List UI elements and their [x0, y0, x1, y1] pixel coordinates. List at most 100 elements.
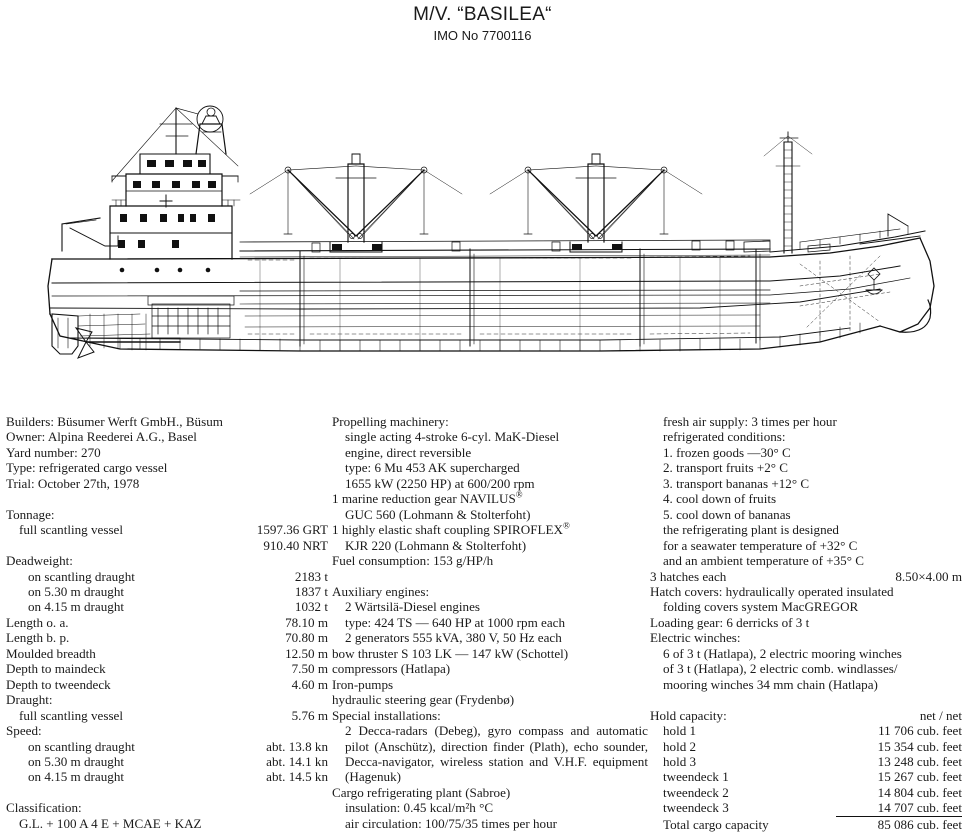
deadweight-row: on 5.30 m draught 1837 t — [6, 584, 328, 599]
deadweight-row: on scantling draught 2183 t — [6, 569, 328, 584]
refrigerated-condition-item: 2. transport fruits +2° C — [663, 460, 788, 476]
tonnage-label: full scantling vessel — [19, 522, 124, 538]
auxiliary-line: 2 Wärtsilä-Diesel engines — [345, 599, 481, 615]
hold-capacity-label: tweendeck 3 — [663, 800, 729, 816]
fresh-air-line: fresh air supply: 3 times per hour — [663, 414, 837, 429]
speed-label: on 5.30 m draught — [28, 753, 125, 769]
speed-label: on 4.15 m draught — [28, 769, 125, 785]
tonnage-row: full scantling vessel 1597.36 GRT — [6, 522, 328, 537]
hold-capacity-row: tweendeck 1 15 267 cub. feet — [650, 769, 962, 784]
deadweight-value: 2183 t — [294, 568, 328, 584]
electric-winches-line: 6 of 3 t (Hatlapa), 2 electric mooring w… — [663, 645, 902, 661]
iron-pumps-line: Iron-pumps — [332, 676, 394, 692]
dimension-row: Moulded breadth 12.50 m — [6, 646, 328, 661]
title-block: M/V. “BASILEA“ IMO No 7700116 — [0, 4, 965, 44]
dimension-row: Length b. p. 70.80 m — [6, 630, 328, 645]
hatches-value: 8.50×4.00 m — [895, 568, 962, 584]
cargo-plant-line: Cargo refrigerating plant (Sabroe) — [332, 784, 511, 800]
speed-row: on 4.15 m draught abt. 14.5 kn — [6, 769, 328, 784]
hold-capacity-value: 14 707 cub. feet — [877, 800, 962, 816]
dimension-row: Depth to maindeck 7.50 m — [6, 661, 328, 676]
deadweight-label: on 4.15 m draught — [28, 599, 125, 615]
specifications-area: Builders: Büsumer Werft GmbH., Büsum Own… — [0, 414, 965, 832]
tonnage-row: 910.40 NRT — [6, 538, 328, 553]
compressors-line: compressors (Hatlapa) — [332, 661, 451, 677]
spacer — [332, 569, 648, 584]
propelling-line: 1655 kW (2250 HP) at 600/200 rpm — [345, 475, 535, 491]
auxiliary-heading: Auxiliary engines: — [332, 583, 430, 599]
tonnage-value: 910.40 NRT — [263, 537, 328, 553]
fuel-consumption-line: Fuel consumption: 153 g/HP/h — [332, 553, 494, 569]
hold-capacity-row: tweendeck 3 14 707 cub. feet — [650, 800, 962, 815]
speed-value: abt. 13.8 kn — [266, 738, 328, 754]
propelling-line: single acting 4-stroke 6-cyl. MaK-Diesel — [345, 429, 560, 445]
spacer — [650, 692, 962, 707]
dimension-label: Depth to maindeck — [6, 661, 106, 677]
deadweight-heading: Deadweight: — [6, 553, 73, 569]
speed-value: abt. 14.5 kn — [266, 769, 328, 785]
deadweight-value: 1032 t — [294, 599, 328, 615]
hold-capacity-value: 11 706 cub. feet — [878, 723, 962, 739]
refrigerated-condition-item: 3. transport bananas +12° C — [663, 475, 810, 491]
hold-capacity-value: 14 804 cub. feet — [877, 784, 962, 800]
draught-heading: Draught: — [6, 692, 53, 708]
hold-capacity-row: hold 3 13 248 cub. feet — [650, 754, 962, 769]
hold-capacity-label: hold 3 — [663, 753, 697, 769]
hatch-covers-line: Hatch covers: hydraulically operated ins… — [650, 583, 894, 599]
dimension-row: Length o. a. 78.10 m — [6, 615, 328, 630]
speed-heading: Speed: — [6, 723, 42, 739]
hold-capacity-value: 15 354 cub. feet — [877, 738, 962, 754]
hold-capacity-label: hold 2 — [663, 738, 697, 754]
electric-winches-line: of 3 t (Hatlapa), 2 electric comb. windl… — [663, 661, 898, 677]
hatches-row: 3 hatches each 8.50×4.00 m — [650, 569, 962, 584]
classification-heading: Classification: — [6, 800, 82, 816]
loading-gear-line: Loading gear: 6 derricks of 3 t — [650, 614, 810, 630]
hold-capacity-header-row: Hold capacity: net / net — [650, 708, 962, 723]
registered-trademark-icon: ® — [515, 489, 523, 500]
hold-capacity-label: tweendeck 1 — [663, 769, 729, 785]
total-cargo-capacity-label: Total cargo capacity — [663, 816, 769, 832]
dimension-value: 70.80 m — [285, 630, 328, 646]
dimension-label: Length o. a. — [6, 614, 69, 630]
dimension-value: 78.10 m — [285, 614, 328, 630]
page-title: M/V. “BASILEA“ — [413, 4, 552, 25]
classification-value: G.L. + 100 A 4 E + MCAE + KAZ — [19, 815, 202, 831]
spec-column-cargo: fresh air supply: 3 times per hour refri… — [650, 414, 962, 832]
owner-line: Owner: Alpina Reederei A.G., Basel — [6, 429, 197, 445]
draught-value: 5.76 m — [291, 707, 328, 723]
total-cargo-capacity-row: Total cargo capacity 85 086 cub. feet — [650, 815, 962, 832]
speed-row: on scantling draught abt. 13.8 kn — [6, 739, 328, 754]
refrigerated-condition-item: 1. frozen goods —30° C — [663, 444, 791, 460]
plant-design-line: for a seawater temperature of +32° C — [663, 537, 858, 553]
hold-capacity-heading: Hold capacity: — [650, 707, 727, 723]
deadweight-label: on scantling draught — [28, 568, 135, 584]
trial-line: Trial: October 27th, 1978 — [6, 475, 140, 491]
hatches-label: 3 hatches each — [650, 568, 727, 584]
hold-capacity-label: hold 1 — [663, 723, 697, 739]
hold-capacity-value: 13 248 cub. feet — [877, 753, 962, 769]
refrigerated-condition-item: 4. cool down of fruits — [663, 491, 777, 507]
hold-capacity-row: hold 1 11 706 cub. feet — [650, 723, 962, 738]
propelling-heading: Propelling machinery: — [332, 414, 449, 429]
steering-gear-line: hydraulic steering gear (Frydenbø) — [332, 692, 515, 708]
registered-trademark-icon: ® — [562, 520, 570, 531]
dimension-label: Length b. p. — [6, 630, 70, 646]
reduction-gear-detail: GUC 560 (Lohmann & Stolterfoht) — [345, 506, 531, 522]
deadweight-value: 1837 t — [294, 583, 328, 599]
spacer — [6, 491, 328, 506]
coupling-detail: KJR 220 (Lohmann & Stolterfoht) — [345, 537, 527, 553]
air-circulation-line: air circulation: 100/75/35 times per hou… — [345, 815, 557, 831]
spec-column-general: Builders: Büsumer Werft GmbH., Büsum Own… — [6, 414, 328, 831]
insulation-line: insulation: 0.45 kcal/m²h °C — [345, 800, 494, 816]
refrigerated-heading: refrigerated conditions: — [663, 429, 786, 445]
type-line: Type: refrigerated cargo vessel — [6, 460, 168, 476]
auxiliary-line: type: 424 TS — 640 HP at 1000 rpm each — [345, 614, 566, 630]
speed-row: on 5.30 m draught abt. 14.1 kn — [6, 754, 328, 769]
hatch-covers-detail: folding covers system MacGREGOR — [663, 599, 859, 615]
hold-capacity-value: 15 267 cub. feet — [877, 769, 962, 785]
total-cargo-capacity-value: 85 086 cub. feet — [836, 815, 962, 832]
draught-label: full scantling vessel — [19, 707, 124, 723]
spacer — [6, 785, 328, 800]
speed-value: abt. 14.1 kn — [266, 753, 328, 769]
auxiliary-line: 2 generators 555 kVA, 380 V, 50 Hz each — [345, 630, 562, 646]
